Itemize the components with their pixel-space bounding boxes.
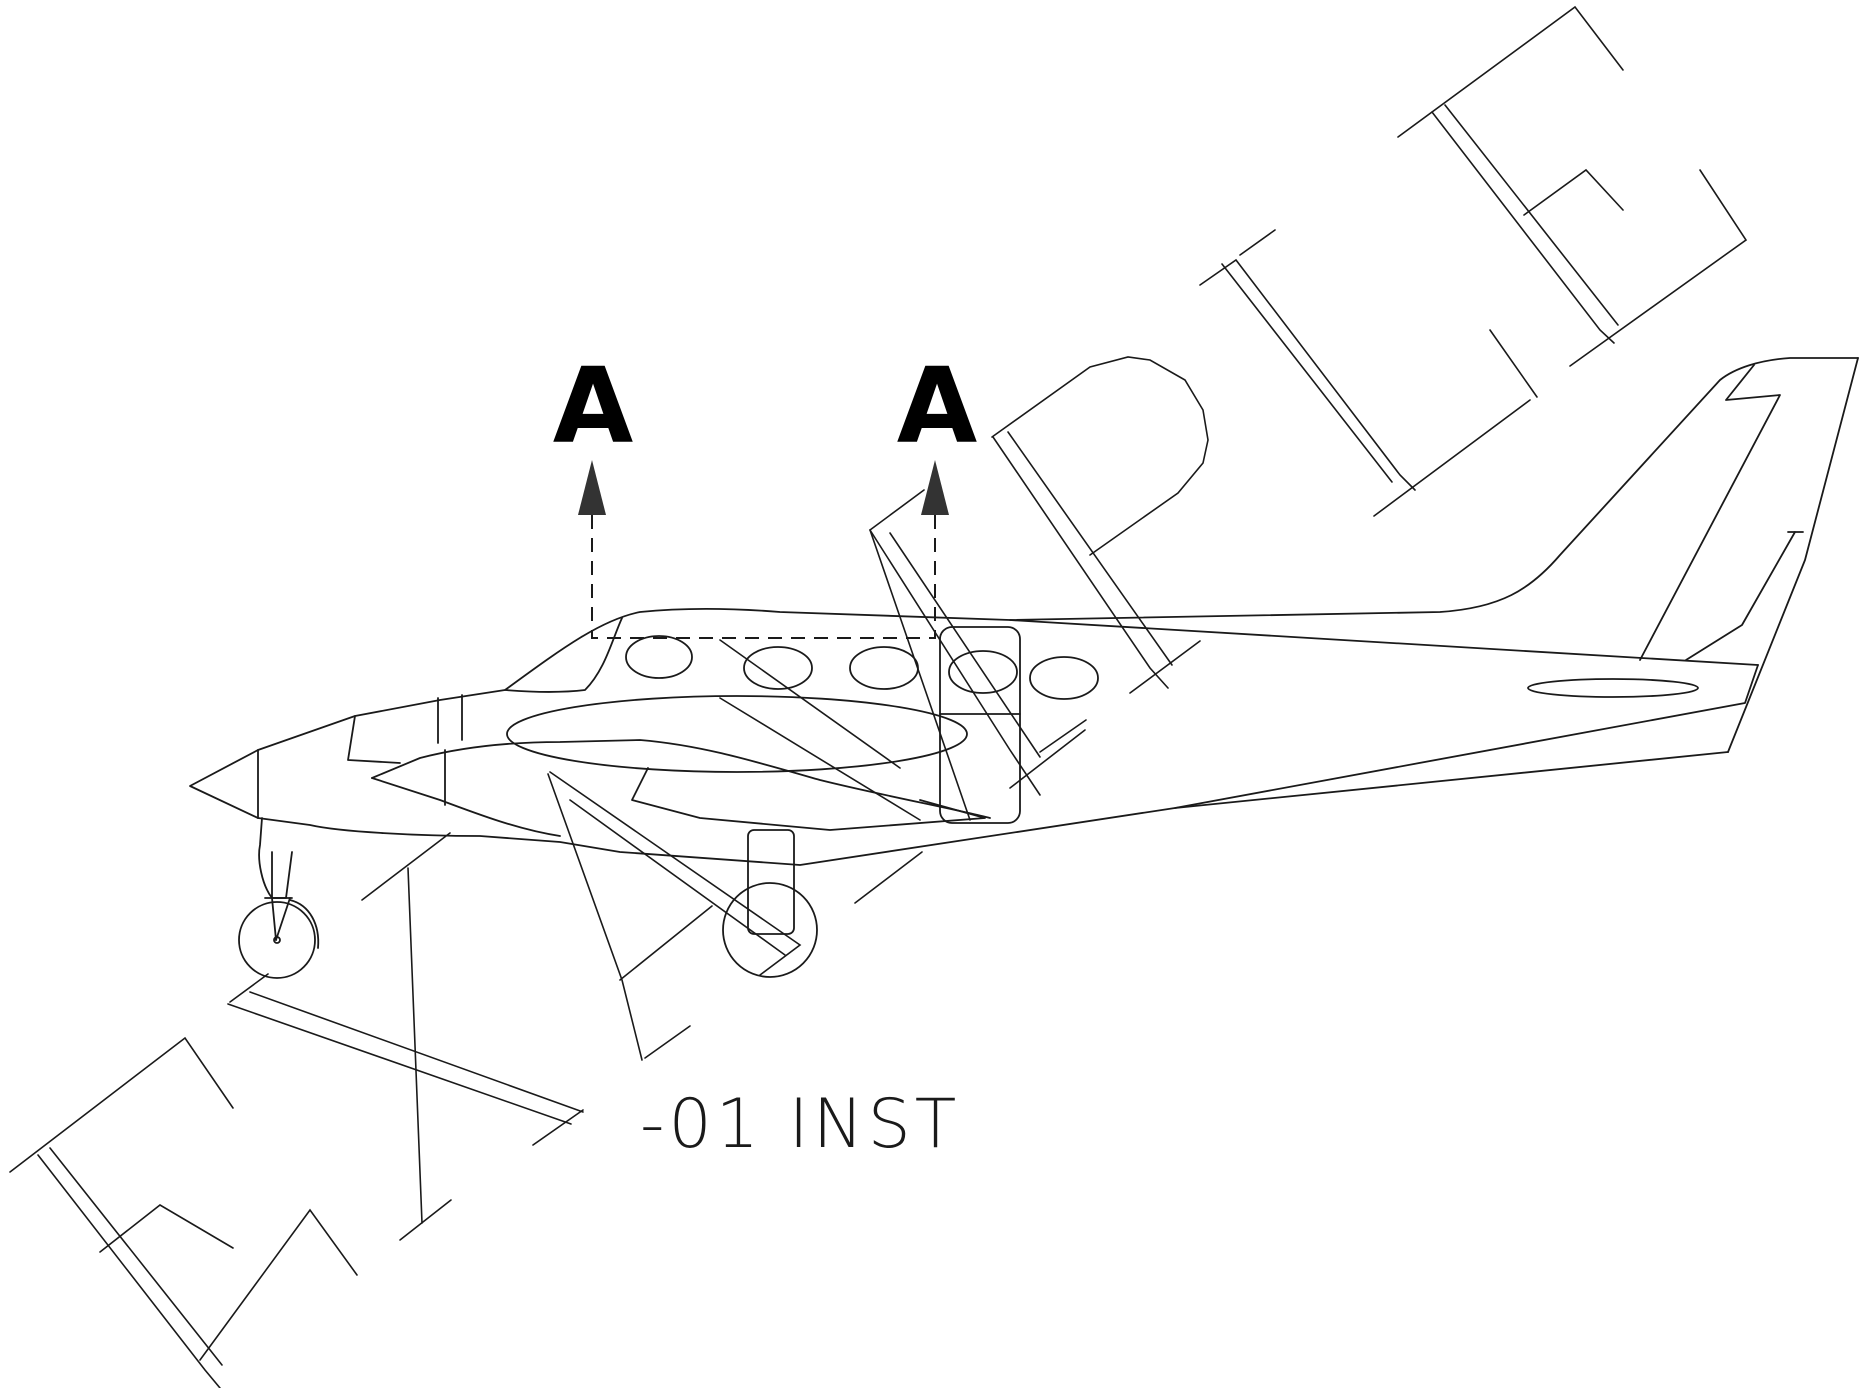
watermark-letter-e-top bbox=[1397, 5, 1748, 367]
watermark-letter-x bbox=[227, 832, 584, 1241]
vertical-fin bbox=[1727, 357, 1859, 753]
example-watermark bbox=[9, 5, 1748, 1388]
installation-note: -01 INST bbox=[640, 1085, 960, 1164]
cabin-window-3 bbox=[849, 646, 919, 690]
main-gear-wheel bbox=[722, 882, 818, 978]
nose-gear-wheel bbox=[238, 901, 316, 979]
cabin-window-4 bbox=[948, 650, 1018, 694]
section-arrow-left-icon bbox=[578, 460, 606, 515]
cabin-window-5 bbox=[1029, 656, 1099, 700]
section-label-left: A bbox=[553, 345, 634, 467]
cabin-window-2 bbox=[743, 646, 813, 690]
fuselage-lower bbox=[257, 664, 1759, 866]
fuselage-midline bbox=[1009, 619, 1759, 666]
cabin-window-1 bbox=[625, 635, 693, 679]
section-cut-marker: A A bbox=[553, 345, 978, 639]
section-arrow-right-icon bbox=[921, 460, 949, 515]
watermark-letter-m bbox=[719, 489, 1087, 821]
watermark-letter-e bbox=[9, 1036, 358, 1388]
main-gear-strut bbox=[747, 829, 795, 935]
watermark-letter-p bbox=[991, 356, 1209, 694]
horizontal-stabilizer bbox=[1527, 678, 1699, 698]
section-label-right: A bbox=[897, 345, 978, 467]
engine-nacelle bbox=[371, 739, 991, 819]
nose-gear-strut bbox=[258, 817, 277, 941]
watermark-letter-a bbox=[547, 697, 923, 1061]
wing bbox=[506, 695, 968, 773]
cabin-door bbox=[939, 626, 1021, 824]
fuselage-upper bbox=[257, 357, 1859, 751]
nose-spinner bbox=[189, 749, 259, 819]
windshield bbox=[504, 617, 623, 693]
section-cut-line bbox=[591, 515, 936, 639]
watermark-letter-l bbox=[1199, 229, 1538, 517]
aircraft-outline bbox=[189, 357, 1859, 979]
